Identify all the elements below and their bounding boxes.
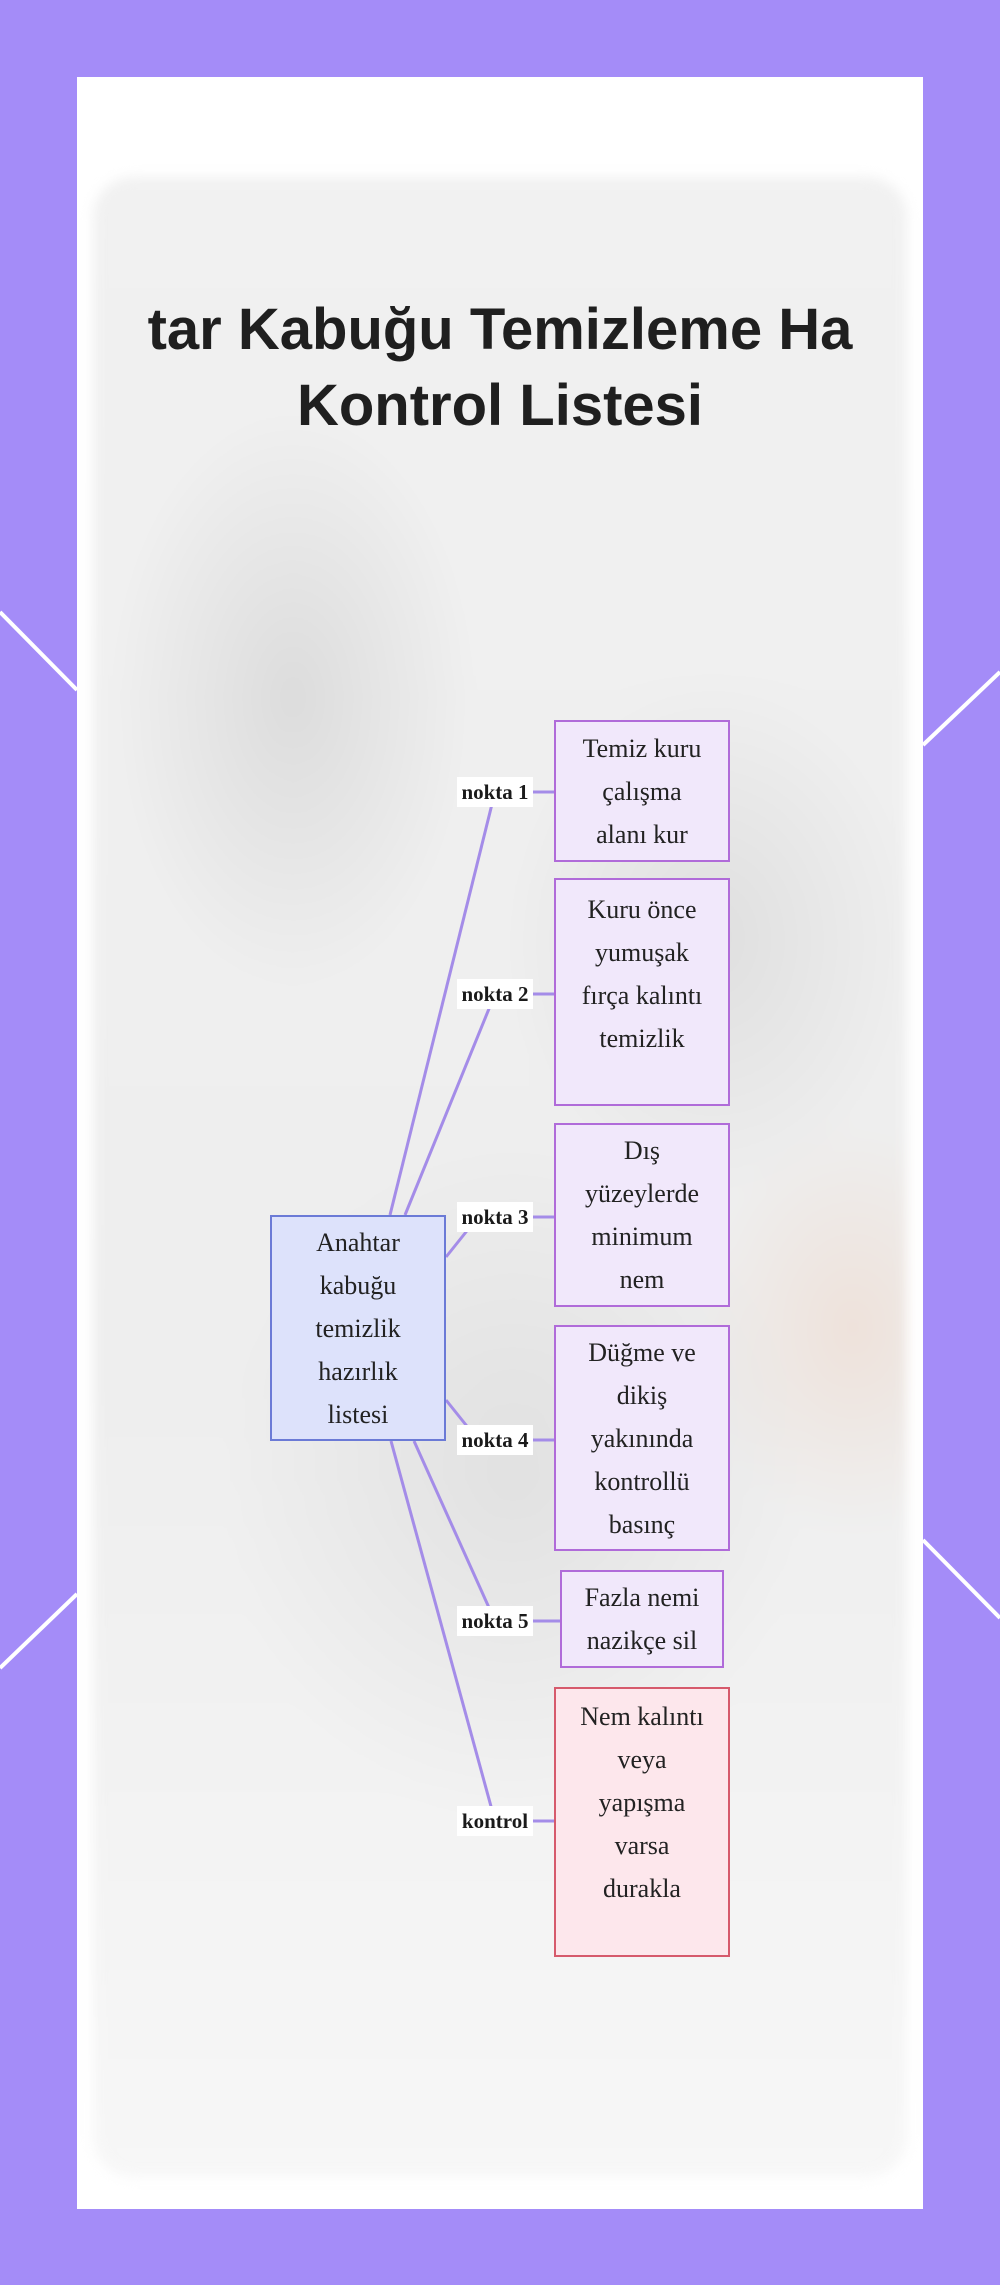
root-node-text: Anahtar kabuğu temizlik hazırlık listesi: [315, 1221, 400, 1436]
node-line: alanı kur: [596, 819, 688, 849]
root-node-line: hazırlık: [318, 1356, 398, 1386]
deco-line-right-top: [921, 670, 1000, 747]
node-nokta-1: Temiz kuru çalışma alanı kur: [554, 720, 730, 862]
edge-label-kontrol: kontrol: [457, 1806, 533, 1836]
edge-line-2: [403, 993, 497, 1216]
edge-label-nokta-5: nokta 5: [457, 1606, 533, 1636]
edge-label-nokta-3: nokta 3: [457, 1202, 533, 1232]
node-line: Nem kalıntı: [580, 1701, 704, 1731]
root-node-line: Anahtar: [316, 1227, 400, 1257]
node-line: Dış: [623, 1136, 661, 1165]
node-nokta-2: Kuru önce yumuşak fırça kalıntı temizlik: [554, 878, 730, 1106]
node-text: Nem kalıntı veya yapışma varsa durakla: [580, 1695, 703, 1910]
node-line: yakınında: [590, 1423, 694, 1453]
node-line: Temiz kuru: [582, 733, 702, 763]
node-line: yüzeylerde: [584, 1179, 700, 1208]
content-card: tar Kabuğu Temizleme Ha Kontrol Listesi …: [77, 77, 923, 2209]
node-text: Düğme ve dikiş yakınında kontrollü basın…: [588, 1331, 696, 1546]
node-line: Düğme ve: [588, 1337, 696, 1367]
root-node: Anahtar kabuğu temizlik hazırlık listesi: [270, 1215, 446, 1441]
root-node-line: temizlik: [315, 1313, 401, 1343]
edge-line-6: [389, 1440, 497, 1822]
blurred-background-photo: [93, 177, 907, 2177]
page-title: tar Kabuğu Temizleme Ha Kontrol Listesi: [77, 292, 923, 444]
node-line: nazikçe sil: [586, 1626, 698, 1655]
node-text: Temiz kuru çalışma alanı kur: [583, 727, 702, 856]
node-line: Kuru önce: [587, 895, 697, 924]
title-line-1: tar Kabuğu Temizleme Ha: [147, 297, 853, 362]
root-node-line: kabuğu: [319, 1270, 397, 1300]
node-line: minimum: [591, 1222, 693, 1251]
node-line: yumuşak: [595, 938, 689, 967]
node-line: veya: [617, 1744, 667, 1774]
edge-line-1: [388, 791, 497, 1216]
deco-line-left-bottom: [0, 1592, 79, 1670]
deco-line-right-bottom: [921, 1538, 1000, 1620]
node-nokta-4: Düğme ve dikiş yakınında kontrollü basın…: [554, 1325, 730, 1551]
node-line: yapışma: [598, 1787, 686, 1817]
node-nokta-3: Dış yüzeylerde minimum nem: [554, 1123, 730, 1307]
node-line: fırça kalıntı: [581, 981, 703, 1010]
node-text: Kuru önce yumuşak fırça kalıntı temizlik: [582, 888, 703, 1060]
node-line: temizlik: [599, 1024, 685, 1053]
mindmap-diagram: [388, 790, 560, 1823]
node-line: durakla: [603, 1873, 681, 1903]
title-line-2: Kontrol Listesi: [296, 373, 704, 438]
deco-line-left-top: [0, 610, 79, 692]
node-kontrol: Nem kalıntı veya yapışma varsa durakla: [554, 1687, 730, 1957]
node-line: nem: [619, 1265, 665, 1294]
node-nokta-5: Fazla nemi nazikçe sil: [560, 1570, 724, 1668]
root-node-line: listesi: [327, 1399, 389, 1429]
edge-group: [388, 790, 560, 1823]
node-line: kontrollü: [594, 1466, 690, 1496]
node-line: Fazla nemi: [584, 1583, 700, 1612]
edge-label-nokta-4: nokta 4: [457, 1425, 533, 1455]
node-line: dikiş: [616, 1380, 668, 1410]
node-line: varsa: [614, 1830, 670, 1860]
edge-label-nokta-1: nokta 1: [457, 777, 533, 807]
edge-line-5: [412, 1440, 497, 1622]
edge-label-nokta-2: nokta 2: [457, 979, 533, 1009]
node-text: Dış yüzeylerde minimum nem: [585, 1129, 699, 1301]
node-line: basınç: [608, 1509, 676, 1539]
node-text: Fazla nemi nazikçe sil: [585, 1576, 700, 1662]
node-line: çalışma: [602, 776, 682, 806]
